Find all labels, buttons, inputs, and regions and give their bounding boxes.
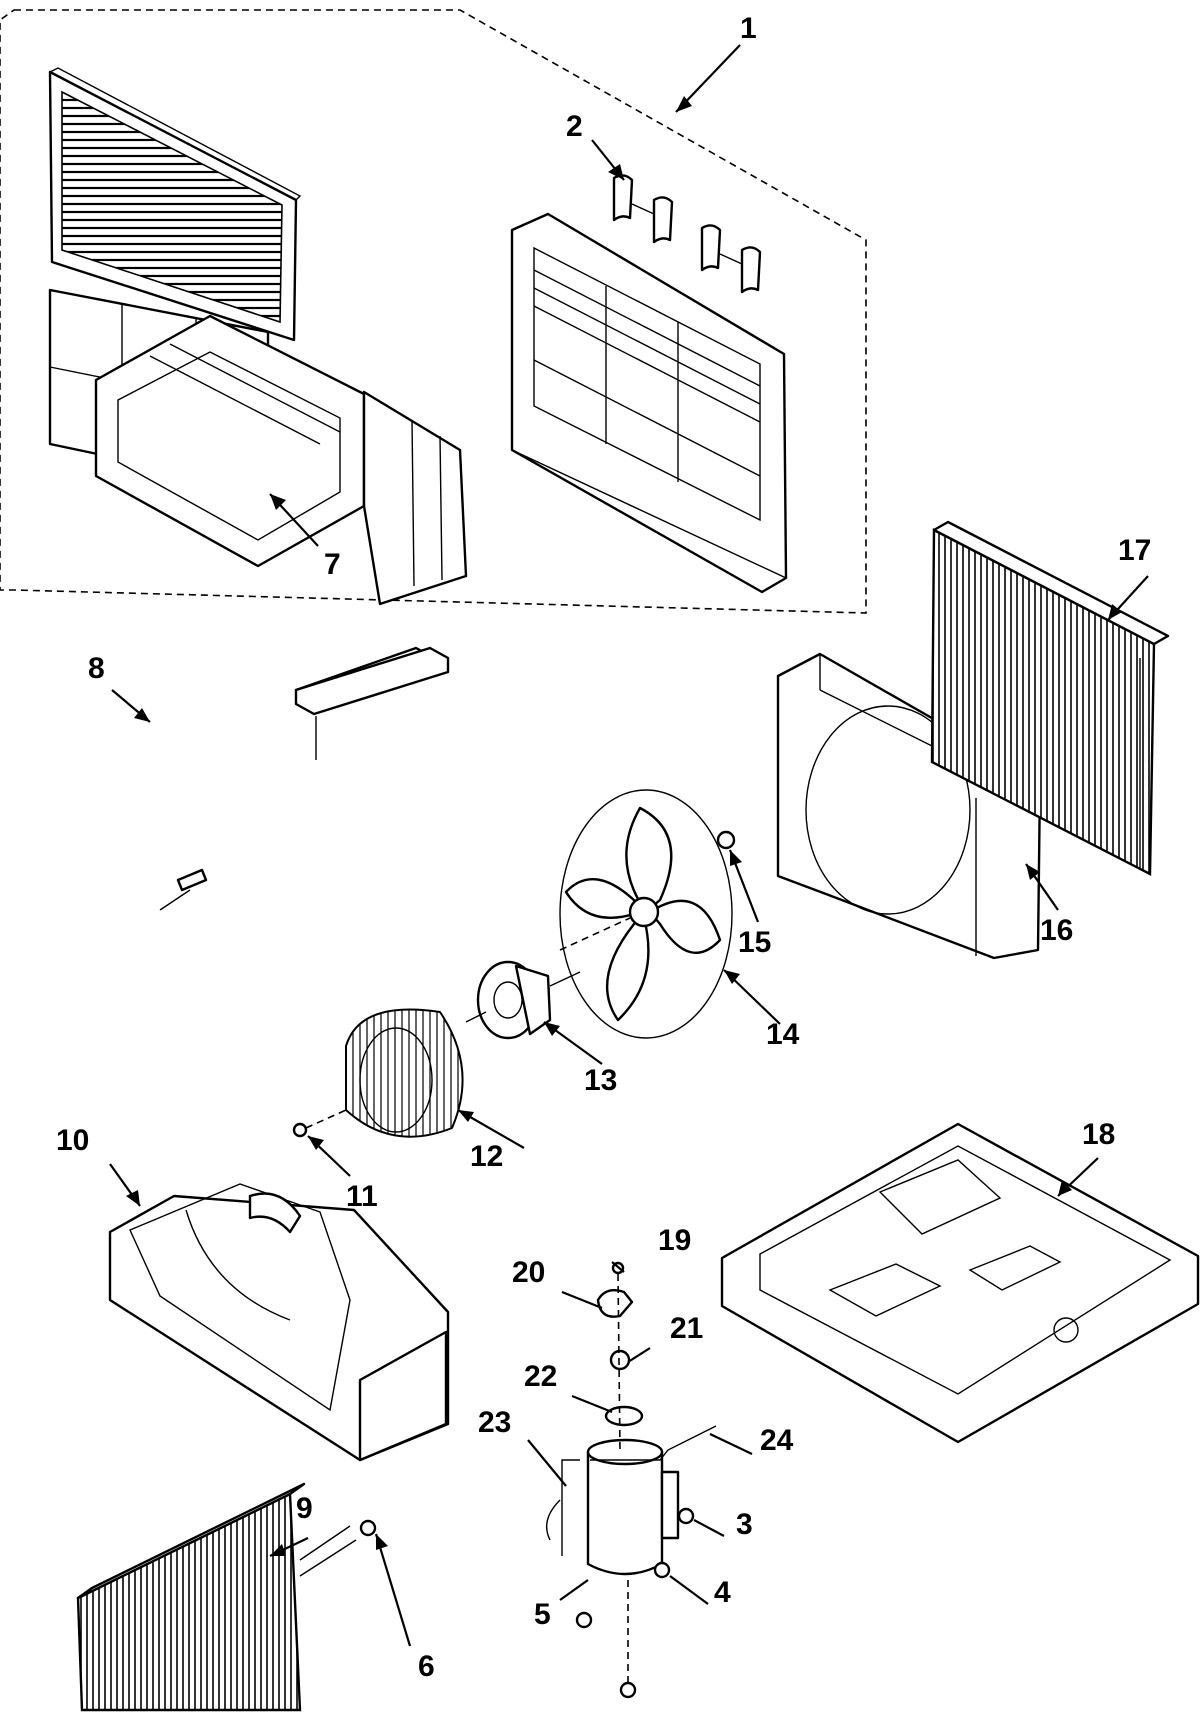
condenser-shroud — [776, 652, 1042, 960]
fan-nut — [716, 830, 736, 850]
louvers — [612, 174, 762, 294]
callout-12: 12 — [470, 1140, 503, 1173]
evaporator-coil — [76, 1482, 357, 1712]
front-panel-frame — [510, 212, 788, 594]
callout-1: 1 — [740, 12, 757, 45]
fan-motor — [465, 960, 581, 1040]
callout-8: 8 — [88, 652, 105, 685]
base-pan — [720, 1122, 1200, 1444]
fan-blade — [559, 789, 733, 1039]
callout-5: 5 — [534, 1598, 551, 1631]
callout-18: 18 — [1082, 1118, 1115, 1151]
compressor-assembly — [546, 1261, 717, 1699]
callout-22: 22 — [524, 1360, 557, 1393]
callout-20: 20 — [512, 1256, 545, 1289]
callout-7: 7 — [324, 548, 341, 581]
blower-housing — [108, 1183, 450, 1462]
cover-plate — [294, 646, 450, 716]
callout-4: 4 — [714, 1576, 731, 1609]
front-grille — [48, 67, 302, 342]
callout-2: 2 — [566, 110, 583, 143]
callout-16: 16 — [1040, 914, 1073, 947]
callout-3: 3 — [736, 1508, 753, 1541]
capillary-fitting — [359, 1519, 377, 1537]
callout-19: 19 — [658, 1224, 691, 1257]
callout-21: 21 — [670, 1312, 703, 1345]
callout-23: 23 — [478, 1406, 511, 1439]
callout-9: 9 — [296, 1492, 313, 1525]
control-box-bracket — [94, 314, 468, 911]
callout-13: 13 — [584, 1064, 617, 1097]
condenser-coil — [930, 520, 1170, 876]
leaders — [109, 44, 1149, 1647]
callout-6: 6 — [418, 1650, 435, 1683]
callout-17: 17 — [1118, 534, 1151, 567]
callout-15: 15 — [738, 926, 771, 959]
callout-10: 10 — [56, 1124, 89, 1157]
callout-14: 14 — [766, 1018, 800, 1051]
callout-24: 24 — [760, 1424, 794, 1457]
blower-wheel — [345, 1008, 464, 1138]
callout-11: 11 — [346, 1180, 378, 1213]
blower-nut — [292, 1122, 308, 1138]
